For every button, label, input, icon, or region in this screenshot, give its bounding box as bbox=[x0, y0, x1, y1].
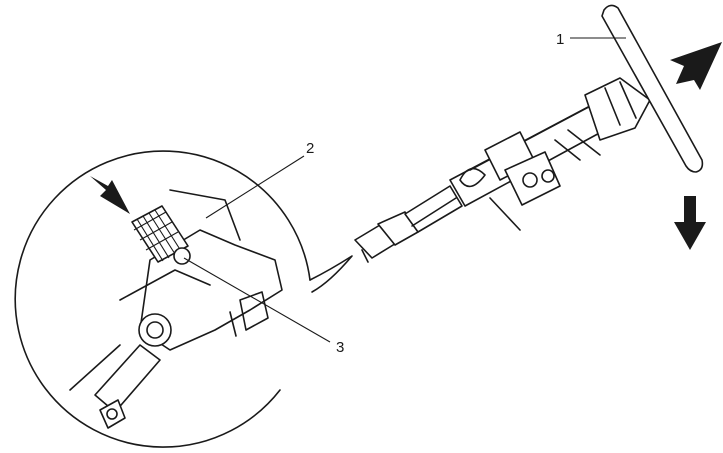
callout-3: 3 bbox=[336, 339, 344, 356]
detail-magnifier bbox=[14, 150, 353, 448]
callout-1: 1 bbox=[556, 31, 564, 48]
tilt-down-arrow-icon bbox=[674, 196, 706, 250]
callout-2: 2 bbox=[306, 140, 314, 157]
steering-wheel bbox=[601, 4, 704, 173]
knurled-lever bbox=[131, 205, 191, 265]
push-arrow-icon bbox=[90, 176, 130, 214]
tilt-up-arrow-icon bbox=[670, 42, 722, 90]
leader-line-3 bbox=[183, 257, 331, 343]
steering-column-assembly bbox=[354, 77, 651, 263]
leader-line-2 bbox=[205, 155, 305, 219]
